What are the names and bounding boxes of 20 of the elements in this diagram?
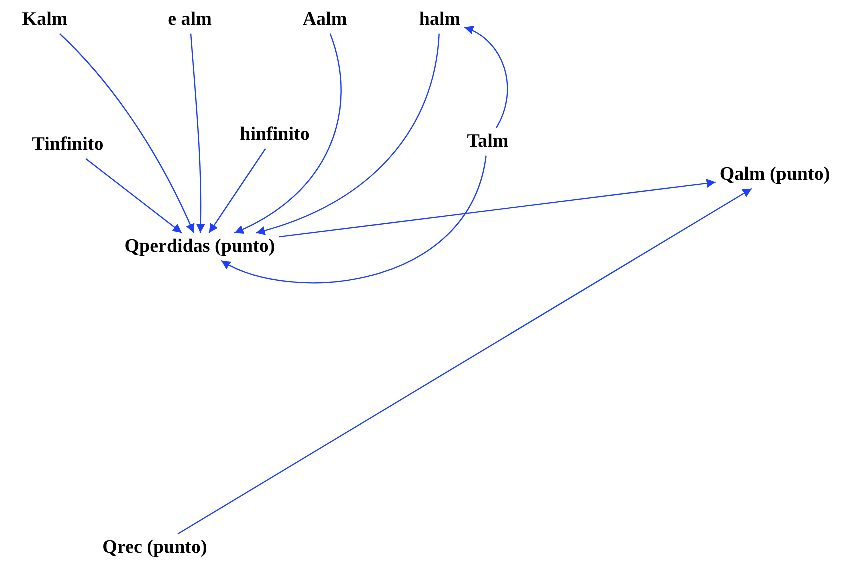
node-label: Tinfinito bbox=[32, 133, 104, 157]
node-label: Qperdidas (punto) bbox=[124, 235, 276, 259]
arrow bbox=[86, 158, 182, 234]
node-label: e alm bbox=[168, 8, 212, 32]
arrow bbox=[256, 34, 440, 235]
node-label: hinfinito bbox=[240, 123, 310, 147]
arrow bbox=[190, 34, 206, 234]
node-label: Aalm bbox=[302, 8, 348, 32]
node-label: Qalm (punto) bbox=[720, 163, 830, 187]
arrow bbox=[208, 148, 266, 234]
node-label: halm bbox=[419, 8, 461, 32]
arrow bbox=[464, 26, 508, 128]
node-label: Kalm bbox=[22, 8, 68, 32]
node-label: Talm bbox=[467, 130, 509, 154]
arrow bbox=[234, 34, 342, 234]
arrow bbox=[279, 179, 716, 238]
arrow bbox=[221, 156, 487, 284]
arrow bbox=[178, 188, 752, 535]
arrow bbox=[59, 33, 195, 234]
node-label: Qrec (punto) bbox=[102, 536, 208, 560]
